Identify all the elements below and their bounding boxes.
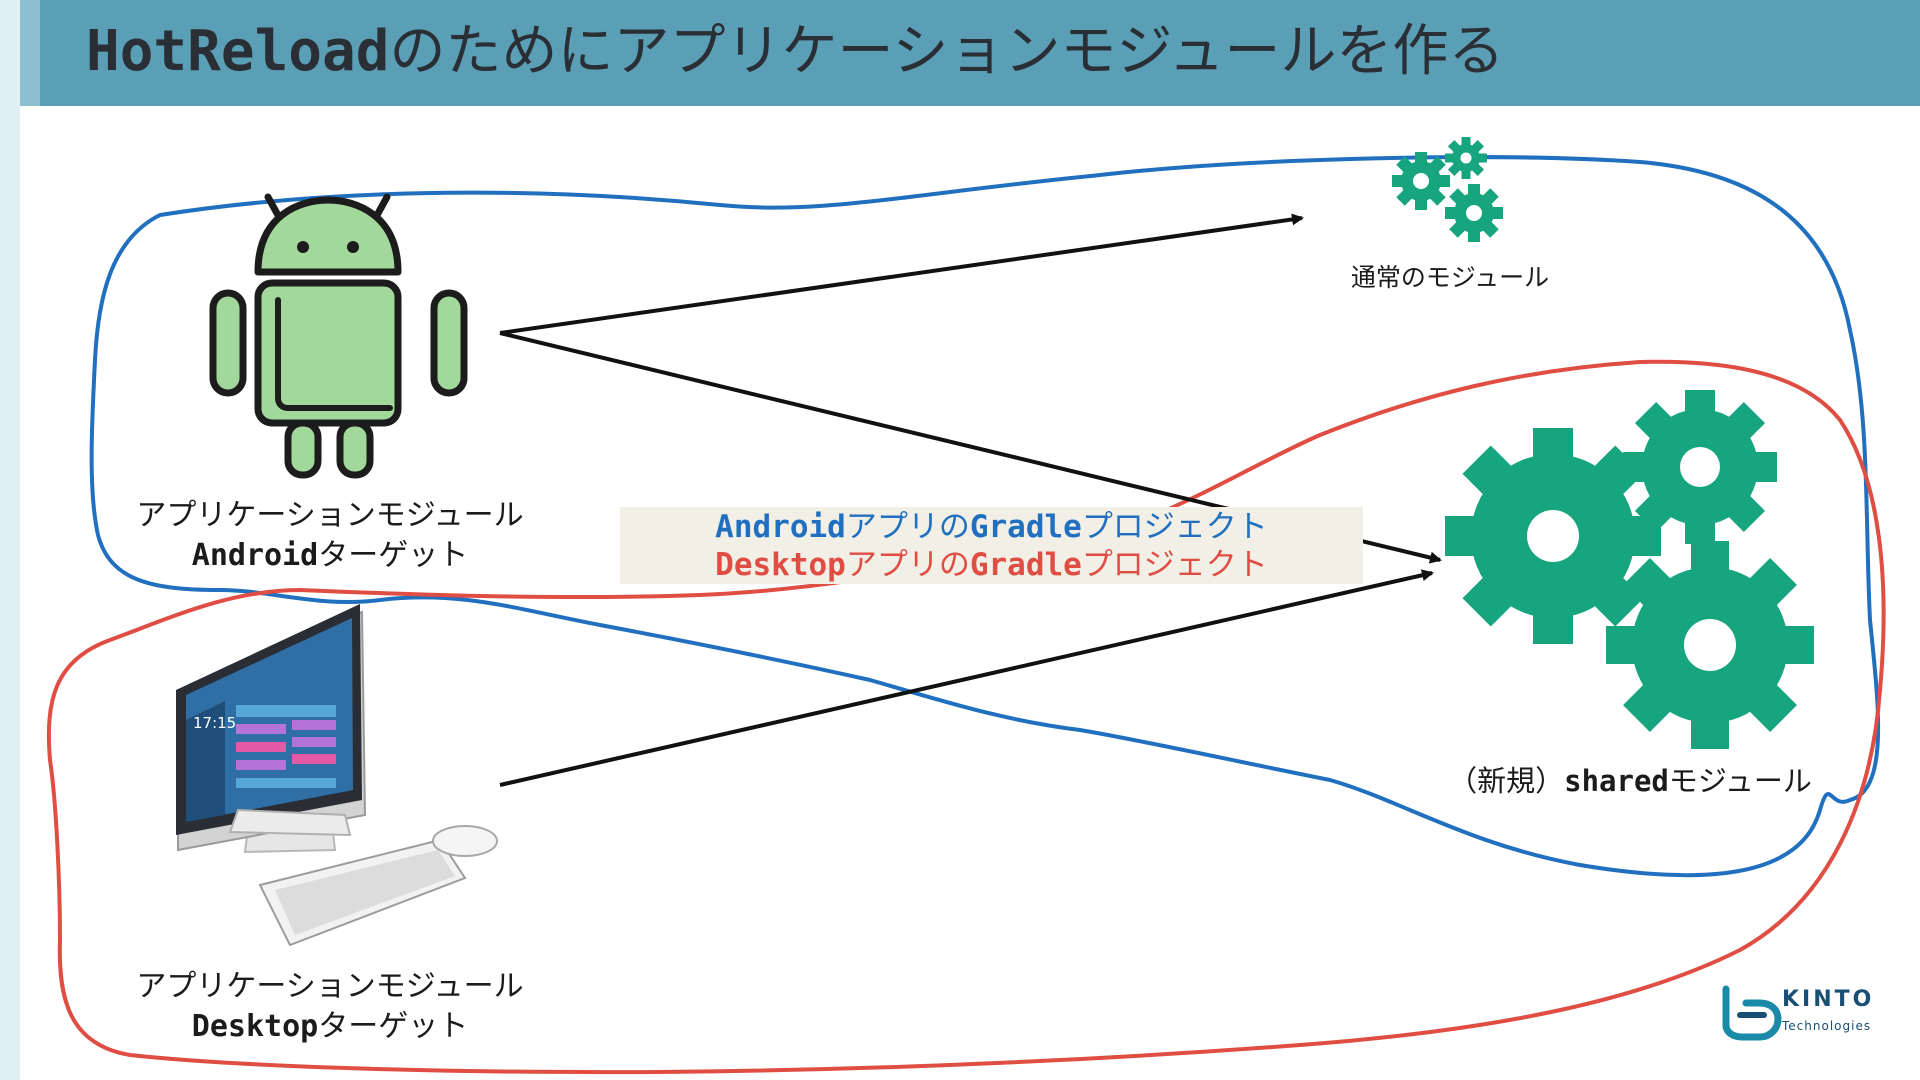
arrow-desktop-to-shared xyxy=(499,569,1434,787)
kinto-logo-word: KINTO xyxy=(1782,987,1875,1012)
normal-module-gears-icon xyxy=(1392,137,1503,242)
legend-android-a: アプリの xyxy=(845,509,970,545)
shared-label-code: shared xyxy=(1564,764,1669,798)
title-code: HotReload xyxy=(86,19,390,84)
legend-android-code: Android xyxy=(715,509,846,545)
android-label-suffix: ターゲット xyxy=(318,538,469,573)
desktop-module-label: アプリケーションモジュール Desktopターゲット xyxy=(90,967,570,1047)
android-icon xyxy=(209,193,468,479)
legend-desktop-c: プロジェクト xyxy=(1081,547,1268,583)
desktop-clock: 17:15 xyxy=(193,714,236,732)
legend-desktop-code: Desktop xyxy=(715,547,846,583)
title-bar xyxy=(20,0,1920,106)
android-module-label: アプリケーションモジュール Androidターゲット xyxy=(90,496,570,576)
desktop-label-line1: アプリケーションモジュール xyxy=(136,969,524,1004)
desktop-computer-icon: 17:15 xyxy=(176,604,498,947)
legend-android-entry: AndroidアプリのGradleプロジェクト xyxy=(620,508,1363,546)
desktop-label-code: Desktop xyxy=(191,1009,319,1044)
desktop-label-line2: Desktopターゲット xyxy=(90,1007,570,1047)
slide-title: HotReloadのためにアプリケーションモジュールを作る xyxy=(86,14,1504,90)
android-label-line1: アプリケーションモジュール xyxy=(136,498,524,533)
shared-label-suffix: モジュール xyxy=(1668,764,1812,798)
kinto-logo-sub: Technologies xyxy=(1782,1019,1872,1033)
legend-desktop-gradle: Gradle xyxy=(969,547,1082,583)
shared-module-gears-icon xyxy=(1445,390,1814,749)
android-label-code: Android xyxy=(191,538,319,573)
android-label-line2: Androidターゲット xyxy=(90,536,570,576)
shared-label-prefix: （新規） xyxy=(1448,764,1565,798)
legend-desktop-entry: DesktopアプリのGradleプロジェクト xyxy=(620,546,1363,584)
kinto-logo-icon xyxy=(1722,985,1782,1041)
desktop-label-suffix: ターゲット xyxy=(318,1009,469,1044)
legend-android-c: プロジェクト xyxy=(1081,509,1268,545)
legend-box: AndroidアプリのGradleプロジェクト DesktopアプリのGradl… xyxy=(620,507,1363,584)
title-rest: のためにアプリケーションモジュールを作る xyxy=(389,19,1505,84)
left-rail xyxy=(0,0,20,1080)
title-accent xyxy=(20,0,40,106)
shared-module-label: （新規）sharedモジュール xyxy=(1420,758,1840,800)
legend-android-gradle: Gradle xyxy=(969,509,1082,545)
arrow-android-to-normal xyxy=(499,213,1304,335)
legend-desktop-a: アプリの xyxy=(845,547,970,583)
normal-module-label: 通常のモジュール xyxy=(1350,263,1550,292)
android-group-outline xyxy=(89,155,1881,878)
